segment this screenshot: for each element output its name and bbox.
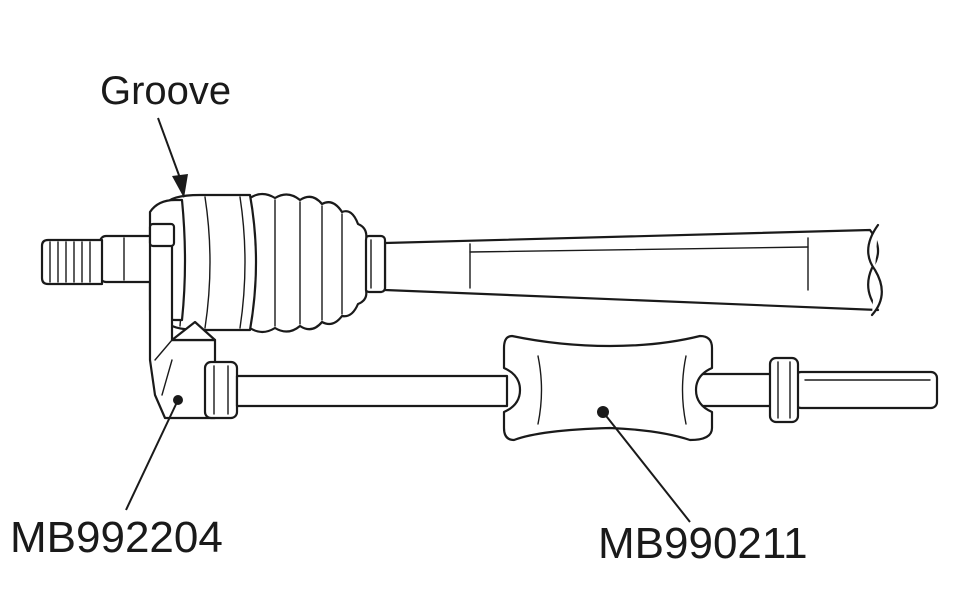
puller-bracket: [148, 222, 217, 420]
drive-shaft: [383, 223, 883, 317]
groove-arrow-icon: [172, 174, 188, 198]
slide-hammer-weight: [502, 334, 714, 442]
end-stop-collar: [768, 356, 800, 424]
adapter-nut: [203, 360, 239, 420]
puller-label: MB992204: [10, 513, 223, 562]
slide-hammer-label: MB990211: [598, 519, 808, 568]
slide-hammer-leader-line: [602, 411, 691, 523]
boot-collar: [363, 234, 387, 294]
slide-hammer-rod: [235, 370, 939, 410]
splined-stub-shaft: [40, 234, 162, 286]
groove-leader-line: [157, 117, 181, 179]
cv-joint-boot: [248, 192, 368, 334]
leader-lines: [125, 117, 691, 523]
puller-leader-line: [125, 399, 179, 511]
groove-label: Groove: [100, 69, 231, 113]
